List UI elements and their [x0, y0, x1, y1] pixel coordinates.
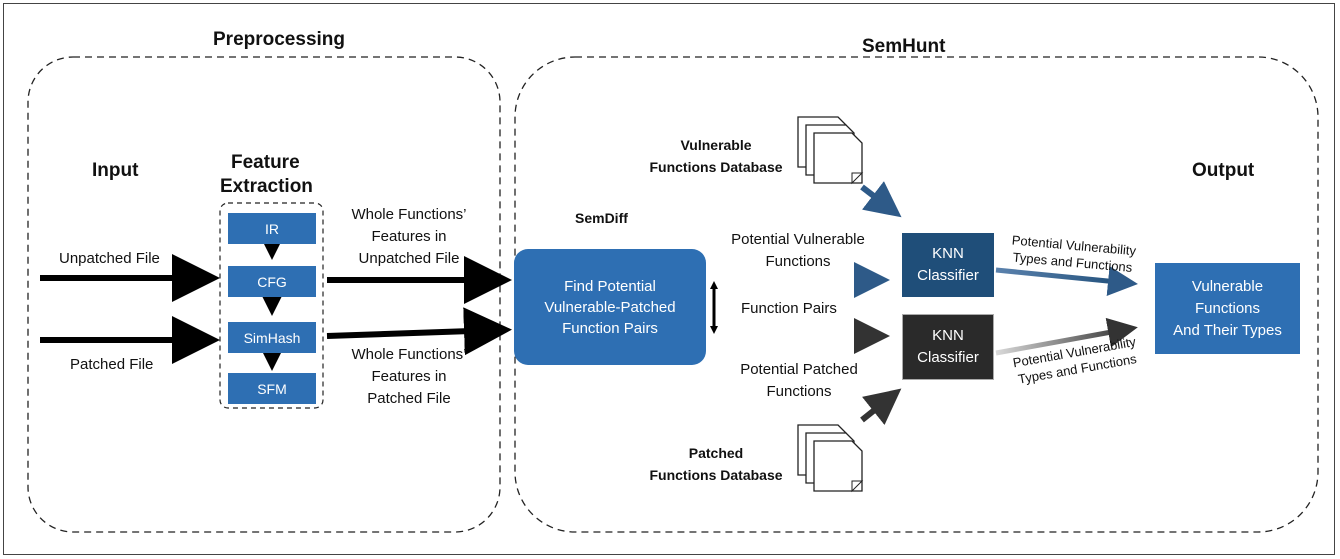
feature-extraction-title-line2: Extraction — [220, 176, 313, 197]
output-box-line1: Vulnerable — [1191, 277, 1264, 295]
output-box-line2: Functions — [1194, 299, 1261, 317]
simhash-step: SimHash — [228, 322, 316, 353]
semdiff-box-line1: Find Potential — [564, 277, 656, 295]
patched-features-arrow — [326, 307, 512, 356]
patched-database-label: Patched Functions Database — [636, 442, 796, 486]
output-box-line3: And Their Types — [1173, 321, 1282, 339]
vulnerable-database-label: Vulnerable Functions Database — [636, 134, 796, 178]
semhunt-title: SemHunt — [862, 36, 946, 57]
top-classifier-output-arrow — [995, 266, 1138, 296]
patched-features-label: Whole Functions’ Features in Patched Fil… — [335, 344, 483, 410]
knn-classifier-bottom: KNN Classifier — [902, 314, 994, 380]
potential-patched-line1: Potential Patched — [740, 361, 858, 378]
unpatched-features-line3: Unpatched File — [358, 250, 460, 267]
vulnerable-database-line1: Vulnerable — [680, 137, 752, 153]
bottom-classifier-output-arrow — [995, 317, 1138, 356]
unpatched-file-label: Unpatched File — [59, 250, 160, 267]
potential-vulnerable-label: Potential Vulnerable Functions — [713, 229, 883, 273]
patched-features-line3: Patched File — [367, 390, 451, 407]
figure-frame — [3, 3, 1335, 555]
semdiff-box-line3: Function Pairs — [562, 319, 658, 337]
knn-classifier-bottom-line2: Classifier — [917, 349, 979, 366]
patched-db-arrow — [860, 388, 902, 426]
semhunt-container — [514, 56, 1319, 533]
semdiff-box-line2: Vulnerable-Patched — [544, 298, 676, 316]
semdiff-box: Find Potential Vulnerable-Patched Functi… — [514, 249, 706, 365]
potential-vulnerable-line1: Potential Vulnerable — [731, 231, 865, 248]
potential-patched-label: Potential Patched Functions — [719, 359, 879, 403]
function-pairs-label: Function Pairs — [741, 300, 837, 317]
patched-database-icon — [797, 424, 864, 493]
potential-patched-line2: Functions — [766, 383, 832, 400]
semdiff-title: SemDiff — [575, 210, 628, 226]
patched-database-line1: Patched — [688, 445, 744, 461]
preprocessing-container — [27, 56, 501, 533]
potential-vulnerable-line2: Functions — [765, 253, 831, 270]
patched-features-line1: Whole Functions’ — [351, 346, 467, 363]
feature-extraction-title-line1: Feature — [231, 152, 300, 173]
patched-file-label: Patched File — [70, 356, 154, 373]
knn-classifier-top: KNN Classifier — [902, 233, 994, 297]
ir-step: IR — [228, 213, 316, 244]
patched-features-line2: Features in — [371, 368, 447, 385]
knn-classifier-top-line1: KNN — [932, 245, 964, 262]
vulnerable-database-line2: Functions Database — [649, 159, 783, 175]
vulnerable-db-arrow — [860, 181, 902, 218]
sfm-step: SFM — [228, 373, 316, 404]
unpatched-features-line1: Whole Functions’ — [351, 206, 467, 223]
feature-extraction-container — [219, 202, 324, 409]
preprocessing-title: Preprocessing — [213, 29, 345, 50]
output-box: Vulnerable Functions And Their Types — [1155, 263, 1300, 354]
output-title: Output — [1192, 160, 1255, 181]
patched-database-line2: Functions Database — [649, 467, 783, 483]
vulnerable-database-icon — [797, 116, 864, 185]
input-title: Input — [92, 160, 139, 181]
cfg-step: CFG — [228, 266, 316, 297]
unpatched-features-label: Whole Functions’ Features in Unpatched F… — [335, 204, 483, 270]
knn-classifier-top-line2: Classifier — [917, 267, 979, 284]
unpatched-features-line2: Features in — [371, 228, 447, 245]
knn-classifier-bottom-line1: KNN — [932, 327, 964, 344]
